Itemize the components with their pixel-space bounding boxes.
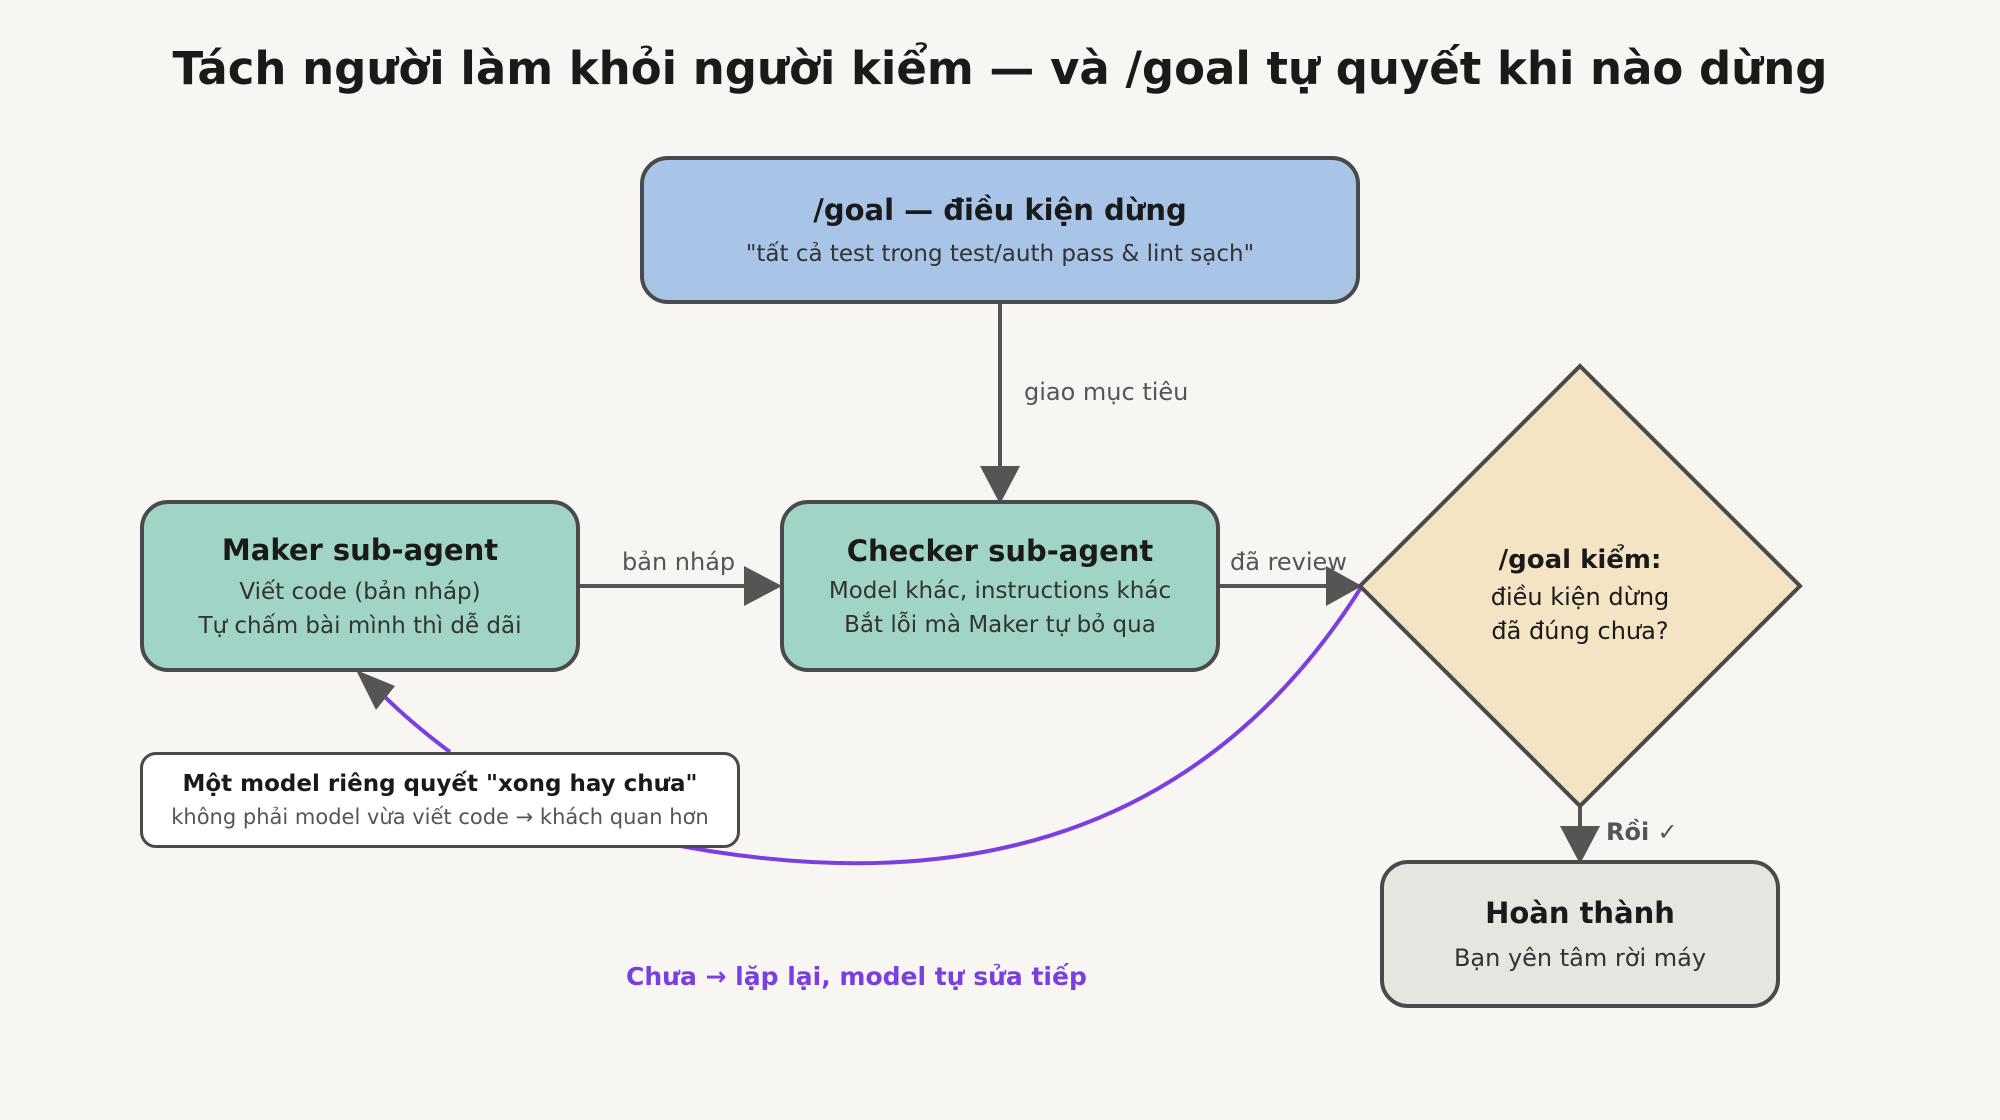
checker-line2: Bắt lỗi mà Maker tự bỏ qua [844, 612, 1156, 638]
label-goal-checker: giao mục tiêu [1024, 378, 1189, 406]
decision-diamond [1357, 363, 1803, 809]
goal-subtitle: "tất cả test trong test/auth pass & lint… [745, 241, 1255, 267]
diagram-title: Tách người làm khỏi người kiểm — và /goa… [172, 42, 1828, 95]
edge-loop-back [659, 584, 1364, 866]
done-node: Hoàn thành Bạn yên tâm rời máy [1380, 860, 1780, 1008]
note-subtitle: không phải model vừa viết code → khách q… [171, 805, 709, 829]
decision-line2: đã đúng chưa? [1491, 617, 1669, 645]
arrowhead-checker-decision [1326, 566, 1362, 606]
goal-title: /goal — điều kiện dừng [813, 193, 1187, 227]
maker-line1: Viết code (bản nháp) [239, 579, 481, 605]
done-title: Hoàn thành [1485, 896, 1675, 930]
label-loop-back: Chưa → lặp lại, model tự sửa tiếp [626, 962, 1087, 991]
note-title: Một model riêng quyết "xong hay chưa" [182, 771, 698, 797]
decision-title: /goal kiểm: [1498, 545, 1662, 575]
label-decision-done: Rồi ✓ [1606, 818, 1678, 846]
arrowhead-decision-done [1560, 826, 1600, 864]
arrowhead-loop-maker [356, 670, 395, 710]
checker-node: Checker sub-agent Model khác, instructio… [780, 500, 1220, 672]
label-maker-checker: bản nháp [622, 548, 736, 576]
decision-text: /goal kiểm: điều kiện dừng đã đúng chưa? [1380, 545, 1780, 645]
arrowhead-maker-checker [744, 566, 782, 606]
edge-loop-back-tail [380, 692, 452, 754]
done-subtitle: Bạn yên tâm rời máy [1453, 944, 1707, 972]
checker-line1: Model khác, instructions khác [828, 578, 1172, 604]
maker-title: Maker sub-agent [221, 533, 499, 567]
goal-node: /goal — điều kiện dừng "tất cả test tron… [640, 156, 1360, 304]
maker-node: Maker sub-agent Viết code (bản nháp) Tự … [140, 500, 580, 672]
arrowhead-goal-checker [980, 466, 1020, 504]
note-box: Một model riêng quyết "xong hay chưa" kh… [140, 752, 740, 848]
label-checker-decision: đã review [1230, 548, 1347, 576]
maker-line2: Tự chấm bài mình thì dễ dãi [198, 613, 522, 639]
decision-line1: điều kiện dừng [1490, 583, 1670, 611]
checker-title: Checker sub-agent [846, 534, 1154, 568]
